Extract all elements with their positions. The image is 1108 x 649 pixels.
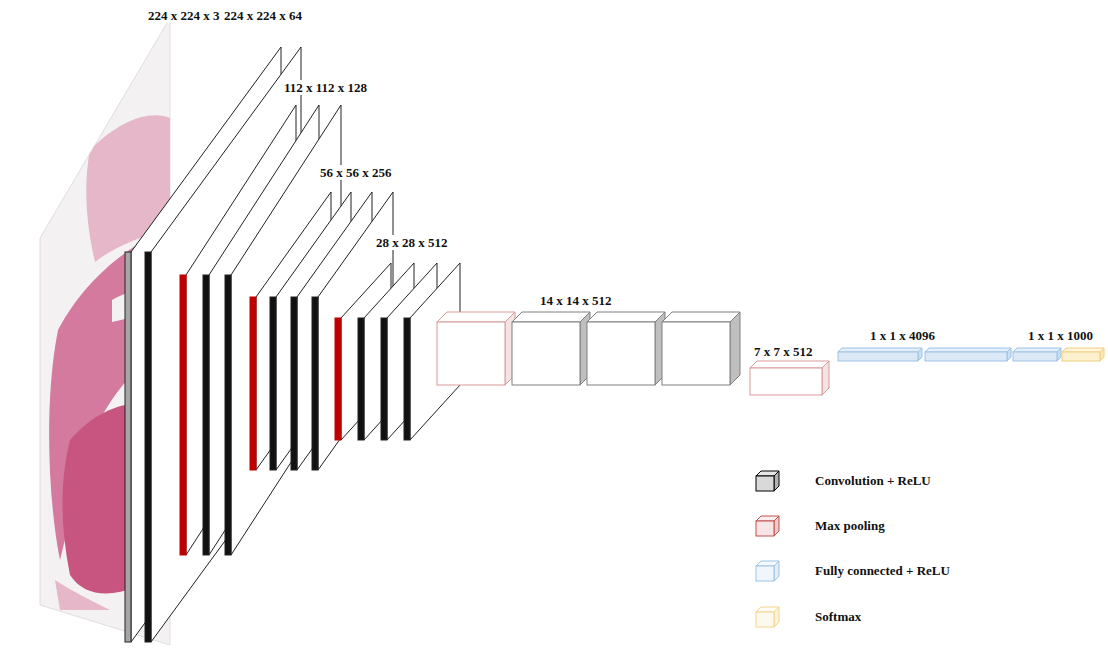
input-image <box>40 18 170 645</box>
dimension-label: 28 x 28 x 512 <box>374 235 450 250</box>
conv-block-112 <box>180 105 341 555</box>
legend-text: Convolution + ReLU <box>815 473 931 488</box>
legend-text: Fully connected + ReLU <box>815 563 950 578</box>
legend-text: Max pooling <box>815 518 885 533</box>
dimension-label: 1 x 1 x 1000 <box>1026 328 1095 343</box>
pool-7 <box>750 361 829 395</box>
dimension-label: 14 x 14 x 512 <box>538 293 614 308</box>
legend-swatch <box>755 560 781 582</box>
dimension-label: 224 x 224 x 3 <box>146 8 222 23</box>
dimension-label: 224 x 224 x 64 <box>222 8 304 23</box>
fully-connected <box>838 348 1061 361</box>
block-14 <box>437 312 740 385</box>
dimension-label: 112 x 112 x 128 <box>282 80 369 95</box>
softmax <box>1062 348 1104 361</box>
dimension-label: 1 x 1 x 4096 <box>868 328 937 343</box>
legend-swatch <box>755 606 781 628</box>
legend-swatch <box>755 515 781 537</box>
legend-text: Softmax <box>815 609 861 624</box>
dimension-label: 56 x 56 x 256 <box>318 165 394 180</box>
legend-swatch <box>755 470 781 492</box>
dimension-label: 7 x 7 x 512 <box>752 344 815 359</box>
